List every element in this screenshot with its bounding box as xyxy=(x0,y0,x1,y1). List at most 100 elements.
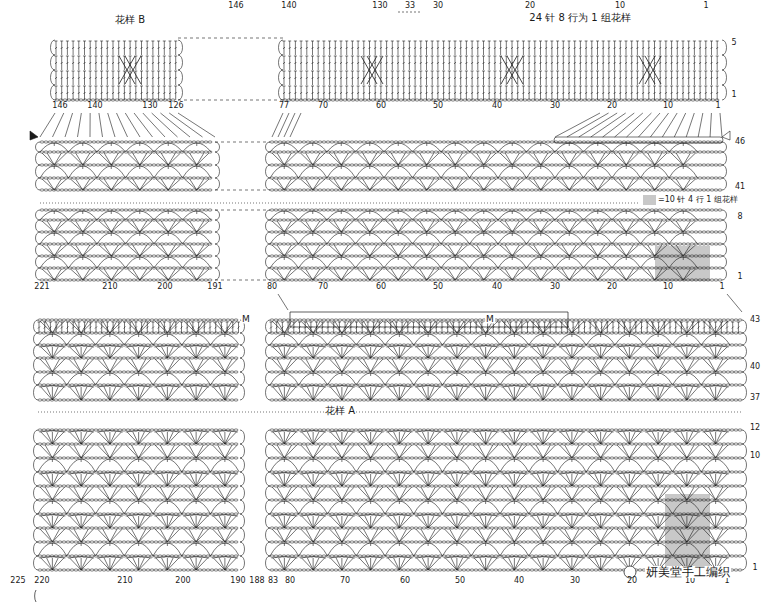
chart-label: 140 xyxy=(280,2,297,10)
stitch-symbols xyxy=(42,153,209,165)
stitch-symbols xyxy=(270,459,730,472)
stitch-symbols xyxy=(270,257,698,268)
stitch-symbols xyxy=(215,142,270,143)
chart-label: 花样 A xyxy=(324,406,356,416)
stitch-symbols xyxy=(283,99,719,101)
stitch-symbols xyxy=(40,211,211,220)
stitch-symbols xyxy=(51,40,183,100)
stitch-symbols xyxy=(271,386,728,401)
legend-swatch xyxy=(643,195,656,205)
stitch-symbols xyxy=(40,321,237,333)
stitch-symbols xyxy=(266,430,747,570)
chart-label: 41 xyxy=(734,183,746,191)
chart-label: 70 xyxy=(317,283,329,291)
chart-label: 37 xyxy=(749,394,761,402)
stitch-symbols xyxy=(38,501,239,514)
stitch-symbols xyxy=(272,179,696,190)
stitch-symbols xyxy=(272,153,696,165)
stitch-symbols xyxy=(40,166,211,178)
stitch-symbols xyxy=(270,543,730,556)
chart-label: 1 xyxy=(723,577,730,585)
stitch-symbols xyxy=(30,131,38,140)
chart-label: 50 xyxy=(432,283,444,291)
stitch-symbols xyxy=(270,322,740,333)
chart-label: 80 xyxy=(284,577,296,585)
chart-label: 46 xyxy=(734,138,746,146)
chart-label: 40 xyxy=(491,283,503,291)
stitch-symbols xyxy=(55,71,178,85)
stitch-symbols xyxy=(55,86,178,100)
stitch-symbols xyxy=(38,373,239,385)
stitch-symbols xyxy=(40,233,211,244)
chart-label: 24 针 8 行为 1 组花样 xyxy=(528,13,631,23)
legend-text: =10 针 4 行 1 组花样 xyxy=(657,196,739,204)
stitch-symbols xyxy=(272,529,728,542)
chart-label: 130 xyxy=(141,102,158,110)
chart-label: 10 xyxy=(662,283,674,291)
stitch-symbols xyxy=(283,41,719,55)
stitch-symbols xyxy=(271,431,728,445)
stitch-symbols xyxy=(40,141,212,143)
chart-label: 70 xyxy=(339,577,351,585)
stitch-symbols xyxy=(42,179,209,190)
chart-label: 40 xyxy=(513,577,525,585)
stitch-symbols xyxy=(272,445,728,458)
stitch-symbols xyxy=(215,190,270,191)
chart-label: 10 xyxy=(614,2,626,10)
chart-label: 200 xyxy=(174,577,191,585)
stitch-chart xyxy=(30,12,747,602)
stitch-symbols xyxy=(266,142,727,190)
stitch-symbols xyxy=(35,590,36,602)
chart-label: 200 xyxy=(156,283,173,291)
stitch-symbols xyxy=(34,320,245,400)
chart-label: 30 xyxy=(549,102,561,110)
stitch-symbols xyxy=(36,142,220,190)
stitch-symbols xyxy=(278,294,742,312)
stitch-symbols xyxy=(270,334,730,345)
stitch-symbols xyxy=(39,346,237,359)
stitch-symbols xyxy=(34,430,245,570)
stitch-symbols xyxy=(270,151,722,153)
chart-label: 5 xyxy=(730,39,737,47)
stitch-symbols xyxy=(283,86,719,100)
stitch-symbols xyxy=(119,56,661,84)
chart-label: 77 xyxy=(278,102,290,110)
repeat-shade xyxy=(665,494,710,571)
stitch-symbols xyxy=(55,41,178,55)
stitch-symbols xyxy=(38,459,239,472)
stitch-symbols xyxy=(270,233,698,244)
chart-label: 1 xyxy=(730,91,737,99)
stitch-symbols xyxy=(38,412,742,413)
stitch-symbols xyxy=(215,280,270,281)
chart-label: 210 xyxy=(116,577,133,585)
stitch-symbols xyxy=(40,203,640,204)
stitch-symbols xyxy=(178,100,283,101)
stitch-symbols xyxy=(39,386,237,401)
stitch-symbols xyxy=(270,319,742,321)
chart-label: 188 xyxy=(248,577,265,585)
stitch-symbols xyxy=(40,487,237,500)
stitch-symbols xyxy=(38,334,239,345)
chart-label: 10 xyxy=(662,102,674,110)
stitch-symbols xyxy=(266,320,747,400)
stitch-symbols xyxy=(279,40,727,100)
stitch-symbols xyxy=(270,243,722,245)
stitch-symbols xyxy=(178,38,283,39)
repeat-shade xyxy=(655,246,710,281)
chart-label: 140 xyxy=(86,102,103,110)
stitch-symbols xyxy=(40,359,237,372)
stitch-symbols xyxy=(270,177,722,179)
stitch-symbols xyxy=(42,221,209,232)
stitch-symbols xyxy=(40,255,212,257)
stitch-symbols xyxy=(722,131,730,140)
stitch-symbols xyxy=(39,515,237,529)
chart-label: 10 xyxy=(749,452,761,460)
stitch-symbols xyxy=(270,501,730,514)
chart-label: 10 xyxy=(684,577,696,585)
stitch-symbols xyxy=(40,529,237,542)
stitch-symbols xyxy=(271,473,728,487)
chart-label: M xyxy=(485,315,495,324)
chart-label: 33 xyxy=(404,2,416,10)
chart-label: 130 xyxy=(371,2,388,10)
stitch-symbols xyxy=(42,245,209,256)
